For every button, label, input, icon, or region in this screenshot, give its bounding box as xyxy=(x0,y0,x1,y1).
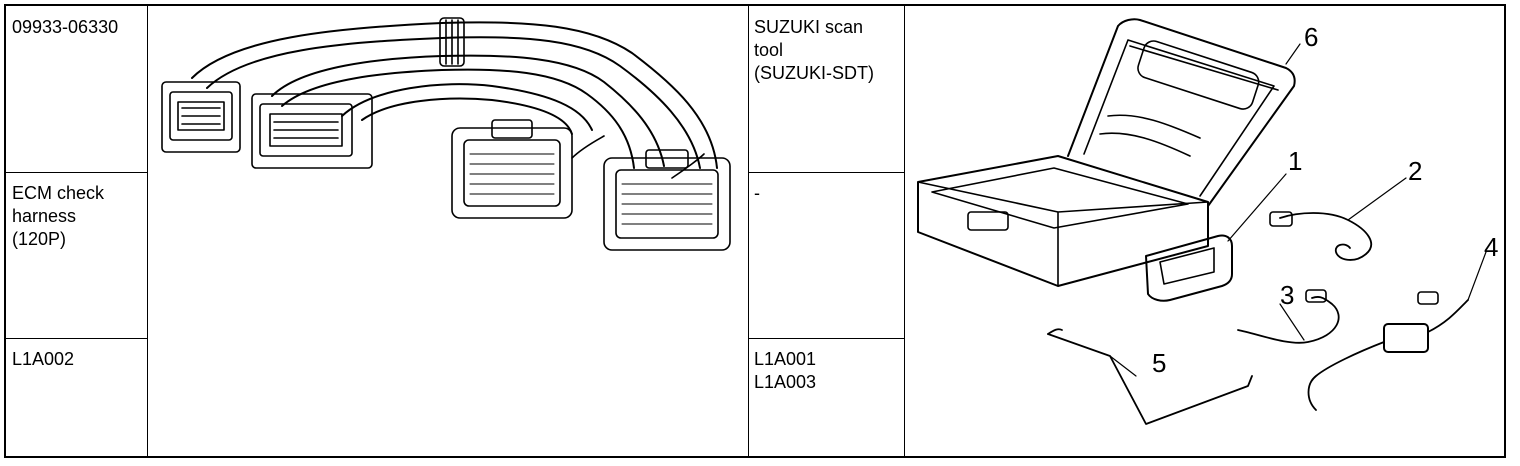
tool2-name: SUZUKI scan tool (SUZUKI-SDT) xyxy=(754,17,874,83)
callout-3: 3 xyxy=(1280,280,1294,310)
tool2-part-number: - xyxy=(754,183,760,203)
tool1-figure-code: L1A002 xyxy=(12,349,75,369)
ecm-check-harness-illustration xyxy=(152,8,744,288)
column-divider xyxy=(748,6,749,456)
special-tools-table: 09933-06330 ECM check harness (120P) L1A… xyxy=(4,4,1506,458)
callout-1: 1 xyxy=(1288,146,1302,176)
callout-5: 5 xyxy=(1152,348,1166,378)
row-divider xyxy=(748,172,904,173)
suzuki-scan-tool-kit-illustration: 6 1 2 3 4 5 xyxy=(908,16,1504,436)
callout-6: 6 xyxy=(1304,22,1318,52)
column-divider xyxy=(904,6,905,456)
row-divider xyxy=(748,338,904,339)
tool1-part-number: 09933-06330 xyxy=(12,17,119,37)
column-divider xyxy=(147,6,148,456)
tool1-name: ECM check harness (120P) xyxy=(12,183,105,249)
callout-4: 4 xyxy=(1484,232,1498,262)
row-divider xyxy=(6,172,147,173)
tool2-figure-code: L1A001 L1A003 xyxy=(754,349,817,392)
row-divider xyxy=(6,338,147,339)
callout-2: 2 xyxy=(1408,156,1422,186)
